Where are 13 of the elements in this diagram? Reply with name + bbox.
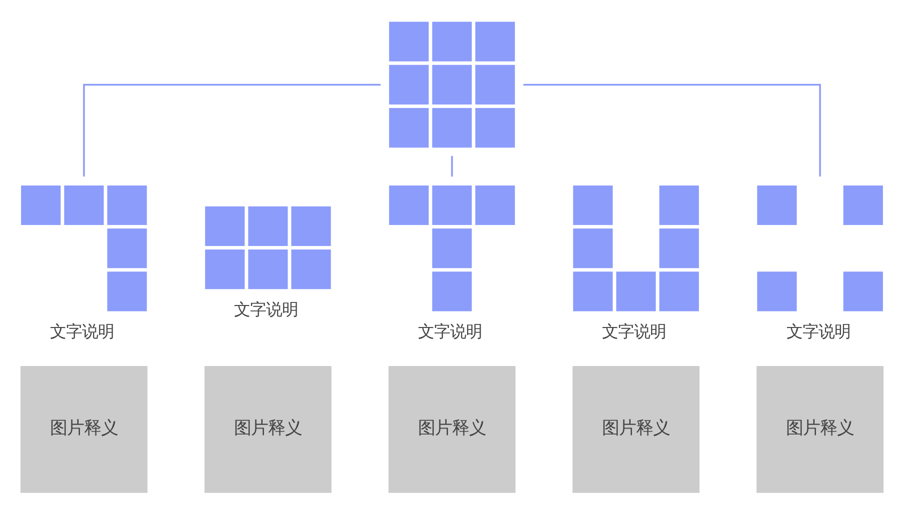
node-box: 图片释义 (388, 366, 516, 493)
connector (451, 156, 453, 177)
node-box: 图片释义 (756, 366, 884, 493)
node-label: 文字说明 (50, 322, 114, 342)
node-box: 图片释义 (572, 366, 700, 493)
node-label: 文字说明 (786, 322, 850, 342)
connector (523, 84, 821, 177)
node-box: 图片释义 (20, 366, 148, 493)
connector (83, 84, 381, 177)
node-box: 图片释义 (204, 366, 332, 493)
node-label: 文字说明 (234, 300, 298, 319)
node-label: 文字说明 (602, 322, 666, 342)
node-label: 文字说明 (418, 322, 482, 342)
